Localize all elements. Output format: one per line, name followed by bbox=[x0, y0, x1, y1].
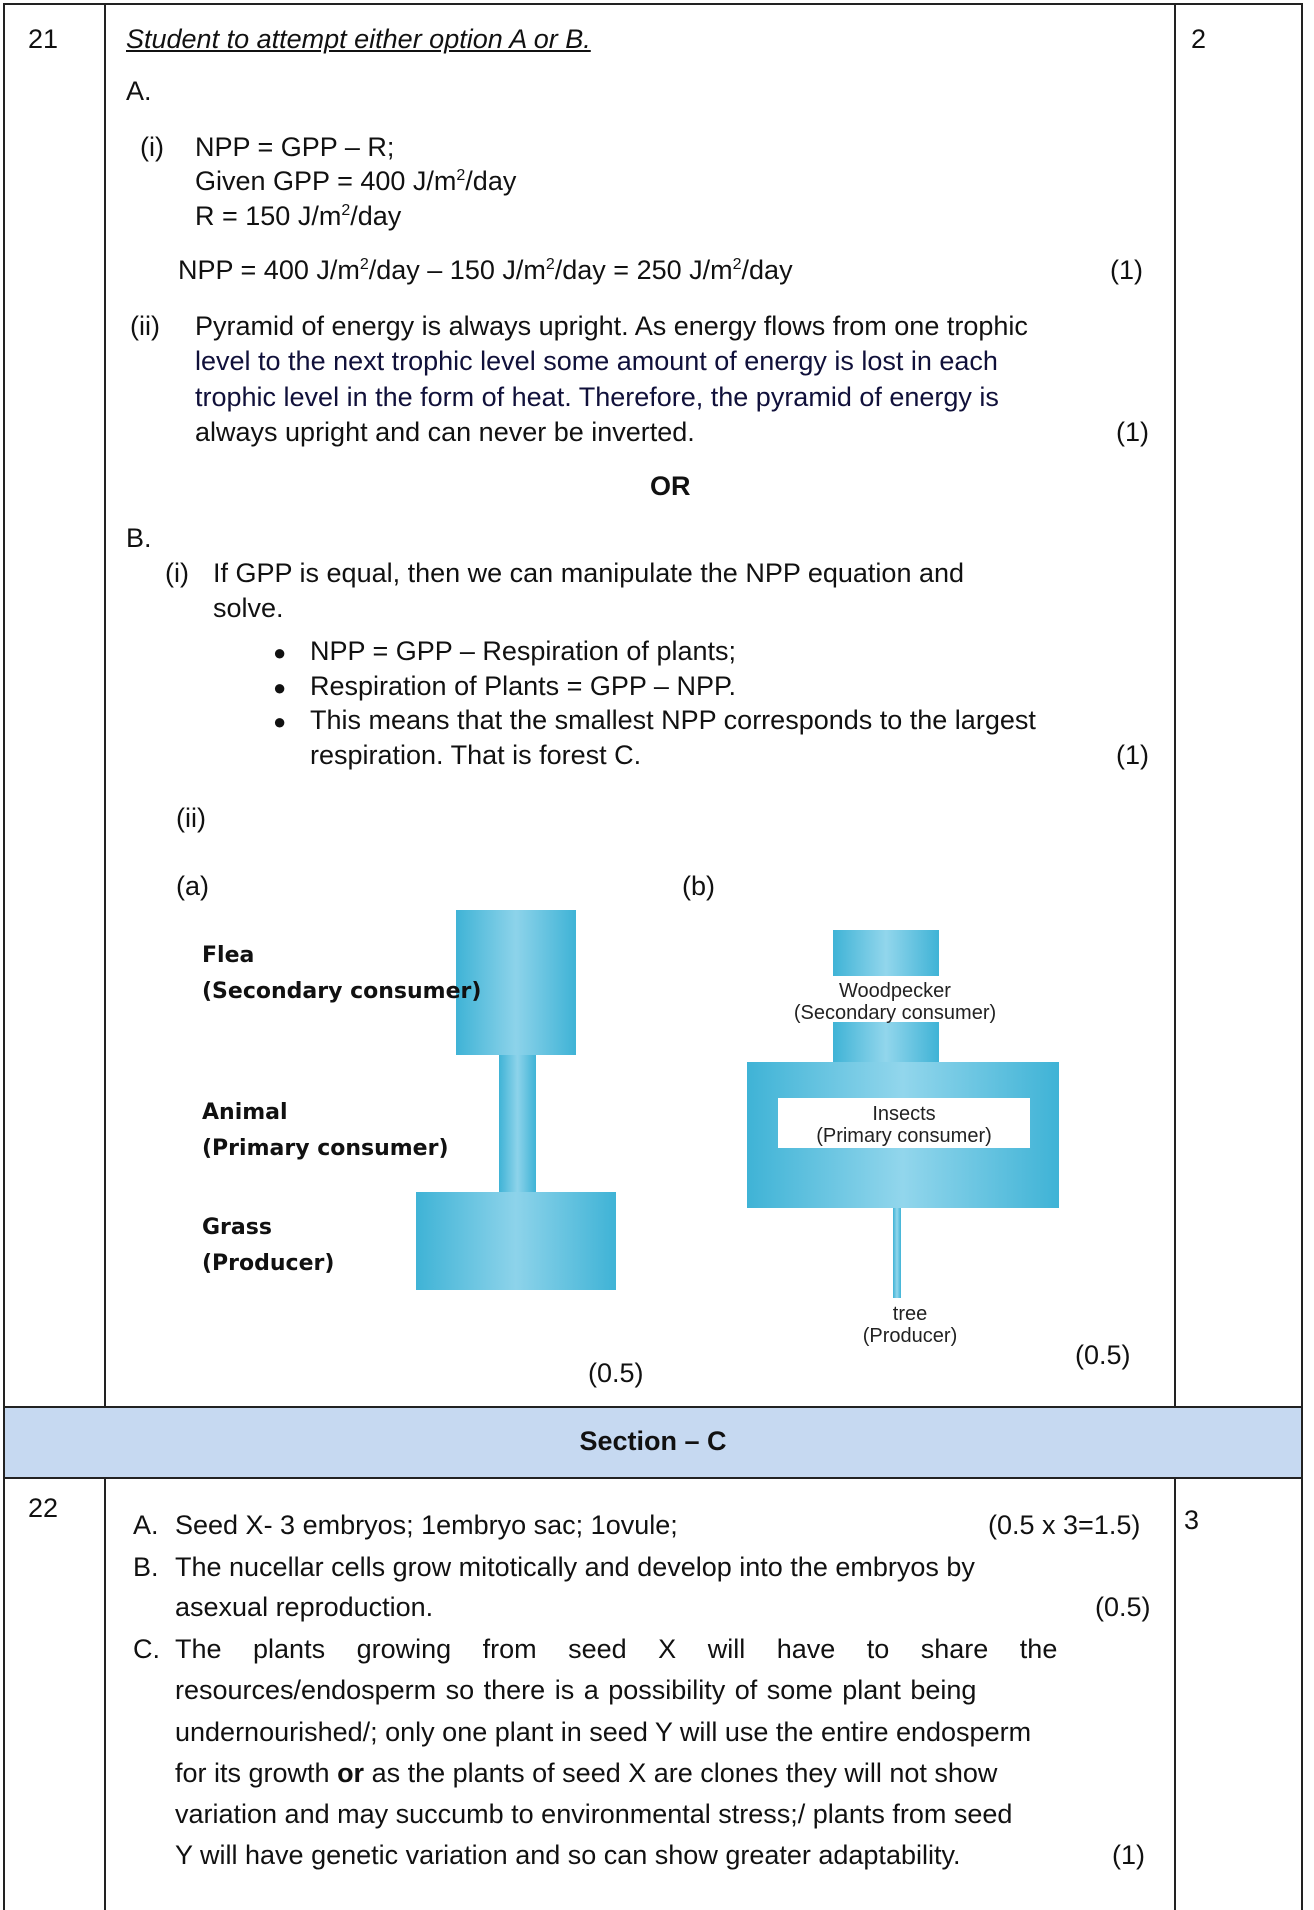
col-divider-2-top bbox=[1174, 3, 1176, 1408]
q22-c-line-5: variation and may succumb to environment… bbox=[175, 1799, 1013, 1829]
section-title: Section – C bbox=[579, 1426, 727, 1456]
q22-c-line-2: resources/endosperm so there is a possib… bbox=[175, 1675, 977, 1705]
row-divider-1 bbox=[3, 1406, 1303, 1408]
a-i-line-1: NPP = GPP – R; bbox=[195, 132, 395, 162]
a-i-line-4: NPP = 400 J/m2/day – 150 J/m2/day = 250 … bbox=[178, 255, 793, 285]
bullet-2: ● bbox=[273, 675, 287, 700]
q22-a-label: A. bbox=[133, 1510, 159, 1540]
or-label: OR bbox=[650, 471, 691, 501]
bullet-3: ● bbox=[273, 709, 287, 734]
q22-c-line-6: Y will have genetic variation and so can… bbox=[175, 1840, 961, 1870]
b-i-bullet-3: This means that the smallest NPP corresp… bbox=[310, 705, 1036, 735]
col-divider-1-bottom bbox=[104, 1477, 106, 1910]
a-i-mark: (1) bbox=[1110, 255, 1143, 285]
q22-b-label: B. bbox=[133, 1552, 159, 1582]
table-border-left bbox=[3, 3, 5, 1910]
woodpecker-bar bbox=[833, 930, 939, 976]
grass-bar bbox=[416, 1192, 616, 1290]
a-ii-line-4: always upright and can never be inverted… bbox=[195, 417, 695, 447]
a-ii-mark: (1) bbox=[1116, 417, 1149, 447]
woodpecker-neck bbox=[833, 1022, 939, 1062]
diagram-b-label: (b) bbox=[682, 871, 715, 901]
q22-a-text: Seed X- 3 embryos; 1embryo sac; 1ovule; bbox=[175, 1510, 678, 1540]
animal-bar bbox=[499, 1055, 536, 1192]
tree-bar bbox=[893, 1208, 901, 1298]
a-ii-line-3: trophic level in the form of heat. There… bbox=[195, 382, 999, 412]
diagram-a-label: (a) bbox=[176, 871, 209, 901]
section-header-band bbox=[5, 1408, 1301, 1478]
option-a-label: A. bbox=[126, 76, 152, 106]
col-divider-1-top bbox=[104, 3, 106, 1408]
diagram-a-mark: (0.5) bbox=[588, 1358, 644, 1388]
q22-b-line-1: The nucellar cells grow mitotically and … bbox=[175, 1552, 975, 1582]
insects-label: Insects (Primary consumer) bbox=[816, 1103, 992, 1147]
table-border-right bbox=[1301, 3, 1303, 1910]
b-i-bullet-2: Respiration of Plants = GPP – NPP. bbox=[310, 671, 736, 701]
flea-label: Flea (Secondary consumer) bbox=[202, 943, 482, 1004]
q22-c-line-1: The plants growing from seed X will have… bbox=[175, 1634, 1058, 1664]
row-divider-2 bbox=[3, 1477, 1303, 1479]
instruction: Student to attempt either option A or B. bbox=[126, 24, 591, 54]
b-i-line-2: solve. bbox=[213, 593, 284, 623]
a-i-line-2: Given GPP = 400 J/m2/day bbox=[195, 166, 517, 196]
pyramid-diagram-a bbox=[416, 910, 616, 1290]
animal-label: Animal (Primary consumer) bbox=[202, 1100, 449, 1161]
pyramid-diagram-b bbox=[747, 930, 1059, 1298]
question-number: 21 bbox=[28, 24, 59, 54]
a-i-number: (i) bbox=[140, 132, 164, 162]
q22-a-mark: (0.5 x 3=1.5) bbox=[988, 1510, 1141, 1540]
flea-bar bbox=[456, 910, 576, 1055]
col-divider-2-bottom bbox=[1174, 1477, 1176, 1910]
q22-b-line-2: asexual reproduction. bbox=[175, 1592, 434, 1622]
tree-label: tree (Producer) bbox=[862, 1303, 958, 1347]
a-ii-number: (ii) bbox=[130, 311, 160, 341]
b-i-bullet-1: NPP = GPP – Respiration of plants; bbox=[310, 636, 736, 666]
q22-c-line-3: undernourished/; only one plant in seed … bbox=[175, 1717, 1032, 1747]
table-border-top bbox=[3, 3, 1303, 5]
b-i-line-1: If GPP is equal, then we can manipulate … bbox=[213, 558, 965, 588]
bullet-1: ● bbox=[273, 640, 287, 665]
q22-c-line-4: for its growth or as the plants of seed … bbox=[175, 1758, 998, 1788]
option-b-label: B. bbox=[126, 523, 152, 553]
q22-b-mark: (0.5) bbox=[1095, 1592, 1151, 1622]
grass-label: Grass (Producer) bbox=[202, 1215, 335, 1276]
q22-c-mark: (1) bbox=[1112, 1840, 1145, 1870]
question-22-marks: 3 bbox=[1184, 1505, 1200, 1535]
b-i-mark: (1) bbox=[1116, 740, 1149, 770]
insects-label-box bbox=[778, 1098, 1030, 1148]
b-ii-number: (ii) bbox=[176, 803, 206, 833]
q22-c-label: C. bbox=[133, 1634, 160, 1664]
question-marks: 2 bbox=[1191, 24, 1207, 54]
a-ii-line-2: level to the next trophic level some amo… bbox=[195, 346, 998, 376]
diagram-b-mark: (0.5) bbox=[1075, 1340, 1131, 1370]
woodpecker-label: Woodpecker (Secondary consumer) bbox=[793, 980, 997, 1024]
a-i-line-3: R = 150 J/m2/day bbox=[195, 201, 402, 231]
question-22-number: 22 bbox=[28, 1493, 59, 1523]
b-i-bullet-3-cont: respiration. That is forest C. bbox=[310, 740, 642, 770]
a-ii-line-1: Pyramid of energy is always upright. As … bbox=[195, 311, 1028, 341]
b-i-number: (i) bbox=[165, 558, 189, 588]
